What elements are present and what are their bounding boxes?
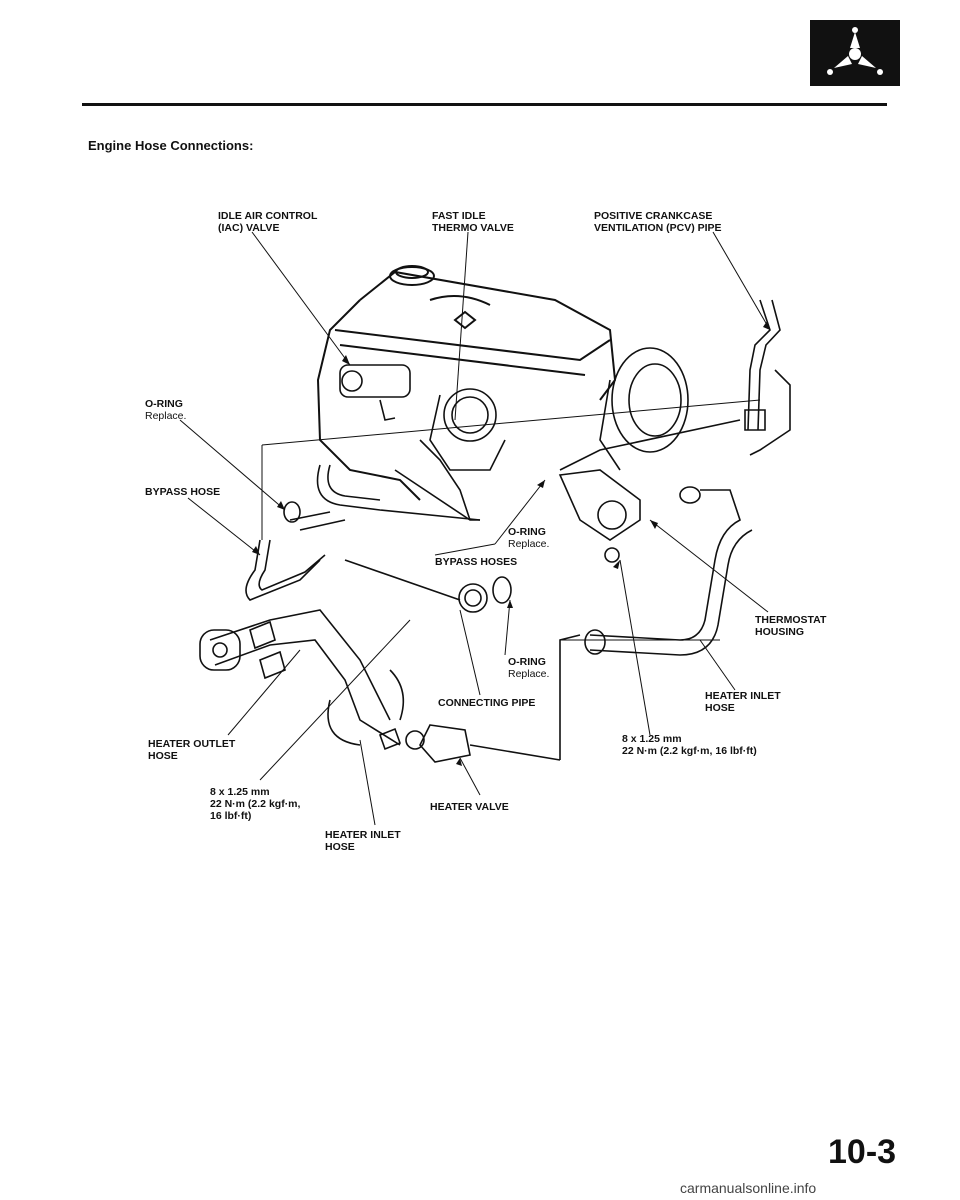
page-number: 10-3: [828, 1133, 897, 1171]
pcv-pipe: [559, 299, 791, 471]
label-bypass-hoses: BYPASS HOSES: [435, 556, 518, 568]
heater-inlet-hose-right: [584, 486, 753, 656]
arrow-heads: [252, 321, 770, 766]
leader-lines: [179, 231, 771, 826]
iac-valve: [339, 364, 411, 421]
label-connecting-pipe: CONNECTING PIPE: [438, 697, 536, 709]
section-title: Engine Hose Connections:: [88, 138, 254, 153]
heater-outlet-hose: [199, 609, 405, 746]
throttle-body: [394, 388, 506, 521]
label-heater-valve: HEATER VALVE: [430, 801, 509, 813]
label-iac-valve: IDLE AIR CONTROL(IAC) VALVE: [218, 210, 318, 234]
fan-icon: [810, 20, 900, 86]
watermark: carmanualsonline.info: [680, 1180, 817, 1196]
header-rule: [82, 103, 887, 106]
bypass-hoses-center: [316, 464, 512, 613]
distributor: [599, 347, 689, 471]
thermostat-housing: [558, 469, 641, 563]
bypass-hose-left: [245, 501, 346, 601]
label-bypass-hose: BYPASS HOSE: [145, 486, 221, 498]
